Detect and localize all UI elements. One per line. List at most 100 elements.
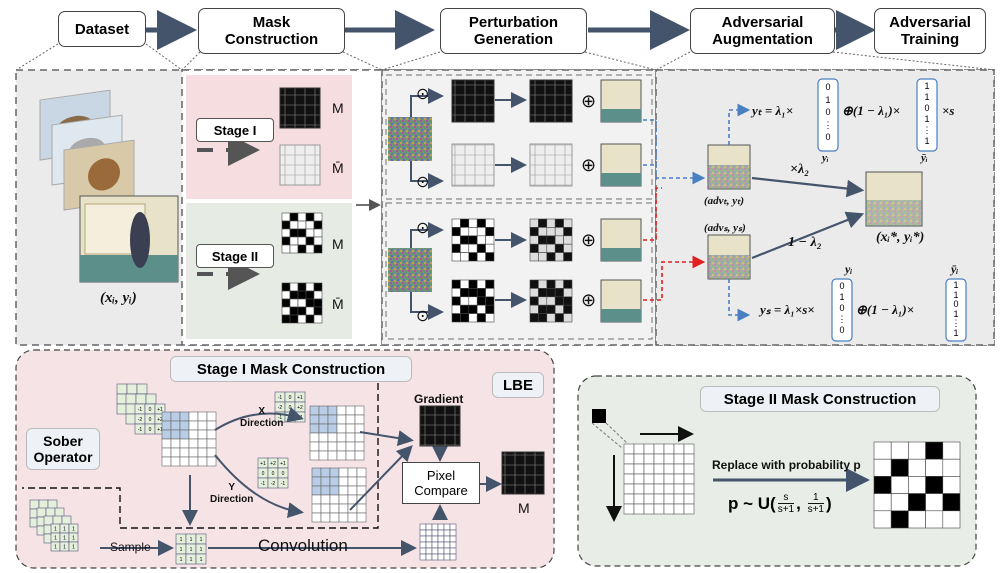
yt-end: ×s: [942, 103, 955, 118]
vector-entry: 1: [953, 289, 959, 300]
stage1-pill: Stage I: [196, 118, 274, 142]
pipeline-dataset-label: Dataset: [74, 20, 130, 38]
svg-text:1: 1: [72, 536, 75, 542]
fraction-2-den: s+1: [807, 503, 824, 515]
svg-text:-1: -1: [281, 481, 286, 487]
svg-text:0: 0: [282, 471, 285, 477]
pixel-compare-box: Pixel Compare: [402, 462, 480, 504]
ys-equation: yₛ = λ₁×s×: [760, 302, 815, 317]
vector-entry: ⋮: [951, 318, 961, 328]
svg-text:-2: -2: [278, 405, 283, 411]
adv-s-label: (advₛ, yₛ): [704, 222, 746, 234]
pipeline-training-box: Adversarial Training: [874, 8, 986, 54]
fraction-2-num: 1: [812, 492, 819, 503]
pipeline-augmentation-label: Adversarial Augmentation: [712, 14, 813, 48]
stage2-m-label: M: [332, 236, 344, 252]
stage2-area: [186, 203, 352, 339]
vector-entry: 0: [825, 132, 831, 142]
pipeline-augmentation-box: Adversarial Augmentation: [690, 8, 835, 54]
svg-text:1: 1: [63, 527, 66, 533]
vector-entry: 1: [924, 81, 930, 91]
pipeline-training-label: Adversarial Training: [889, 14, 971, 48]
svg-text:1: 1: [54, 545, 57, 551]
odot-symbol-1: ⊙: [416, 86, 430, 103]
yi-label-top: yᵢ: [822, 152, 829, 164]
oplus-symbol-1: ⊕: [581, 91, 597, 111]
svg-text:1: 1: [72, 527, 75, 533]
svg-text:1: 1: [200, 537, 203, 543]
vector-entry: 0: [825, 82, 831, 92]
vector-entry: 1: [953, 280, 959, 290]
pipeline-dataset-box: Dataset: [58, 11, 146, 47]
one-minus-lambda2: 1 − λ₂: [788, 235, 822, 250]
svg-text:0: 0: [262, 471, 265, 477]
svg-text:-1: -1: [261, 481, 266, 487]
svg-text:1: 1: [190, 547, 193, 553]
stage1-mask-m: [279, 87, 321, 129]
stage1-panel-title: Stage I Mask Construction: [170, 356, 412, 382]
vector-entry: 1: [924, 136, 930, 146]
svg-text:1: 1: [63, 536, 66, 542]
svg-text:0: 0: [149, 427, 152, 433]
fraction-1-den: s+1: [777, 503, 795, 515]
pipeline-perturbation-label: Perturbation Generation: [468, 14, 559, 48]
vector-entry: 0: [839, 281, 845, 291]
convolution-label: Convolution: [258, 536, 348, 555]
svg-text:-1: -1: [138, 427, 143, 433]
vector-entry: 0: [839, 303, 845, 313]
probability-formula: p ~ U( s s+1 , 1 s+1 ): [728, 492, 832, 515]
lbe-m-label: M: [518, 500, 530, 516]
svg-text:1: 1: [200, 557, 203, 563]
svg-text:-2: -2: [271, 481, 276, 487]
svg-text:0: 0: [289, 405, 292, 411]
svg-text:-1: -1: [138, 407, 143, 413]
svg-text:1: 1: [190, 537, 193, 543]
gradient-label: Gradient: [414, 392, 464, 406]
vector-entry: 1: [924, 92, 930, 102]
svg-text:-1: -1: [278, 415, 283, 421]
sober-operator-box: Sober Operator: [26, 428, 100, 470]
vector-entry: 0: [924, 103, 930, 113]
stage1-mask-mbar: [279, 144, 321, 186]
svg-text:+1: +1: [157, 407, 163, 413]
odot-symbol-4: ⊙: [416, 308, 430, 325]
vector-entry: ⋮: [922, 125, 932, 135]
stage2-mbar-label: M̄: [332, 296, 344, 312]
yt-equation: yₜ = λ₁×: [752, 103, 794, 118]
svg-text:1: 1: [54, 527, 57, 533]
fraction-2: 1 s+1: [807, 492, 824, 515]
fraction-1: s s+1: [777, 492, 795, 515]
svg-text:1: 1: [190, 557, 193, 563]
svg-text:+1: +1: [297, 395, 303, 401]
formula-suffix: ): [825, 493, 832, 513]
lbe-label: LBE: [492, 372, 544, 398]
vector-entry: 0: [839, 325, 845, 335]
vector-entry: ⋮: [823, 119, 833, 130]
fraction-1-num: s: [783, 492, 789, 503]
svg-text:+2: +2: [157, 417, 163, 423]
yibar-label-top: ȳᵢ: [921, 152, 928, 164]
pipeline-perturbation-box: Perturbation Generation: [440, 8, 587, 54]
oplus-symbol-2: ⊕: [581, 155, 597, 175]
vector-entry: 1: [825, 94, 831, 105]
odot-symbol-2: ⊙: [416, 174, 430, 191]
oplus-symbol-3: ⊕: [581, 230, 597, 250]
svg-text:1: 1: [180, 547, 183, 553]
svg-text:1: 1: [180, 537, 183, 543]
stage2-mask-m: [281, 212, 323, 254]
vector-entry: 1: [924, 114, 930, 124]
svg-text:0: 0: [149, 407, 152, 413]
svg-text:1: 1: [200, 547, 203, 553]
vector-entry: 1: [953, 327, 959, 338]
svg-text:1: 1: [63, 545, 66, 551]
vector-entry: 1: [839, 292, 845, 302]
x-direction-label: X Direction: [240, 406, 284, 429]
svg-text:+1: +1: [280, 461, 286, 467]
stage1-m-label: M: [332, 100, 344, 116]
vector-entry: 0: [953, 299, 959, 309]
sample-label: Sample: [110, 540, 151, 554]
